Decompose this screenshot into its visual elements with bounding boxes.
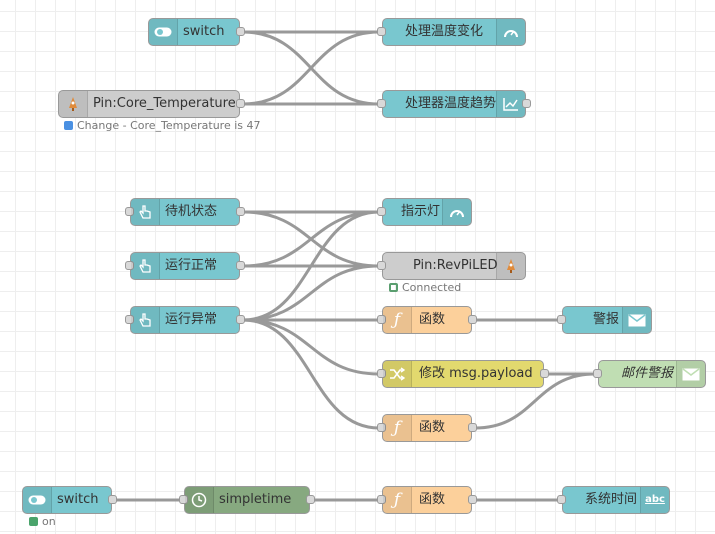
function-icon: ƒ [383, 487, 412, 513]
function-node[interactable]: ƒ 函数 [377, 306, 477, 334]
switch-node[interactable]: switch [22, 486, 117, 514]
output-port[interactable] [236, 315, 245, 324]
function-icon: ƒ [383, 307, 412, 333]
input-port[interactable] [125, 261, 134, 270]
button-abnormal-node[interactable]: 运行异常 [125, 306, 245, 334]
envelope-icon [622, 307, 651, 333]
pin-revpiled-node[interactable]: Pin:RevPiLED [377, 252, 526, 280]
wire[interactable] [474, 372, 596, 430]
input-port[interactable] [377, 99, 386, 108]
function-node[interactable]: ƒ 函数 [377, 414, 477, 442]
output-port[interactable] [468, 423, 477, 432]
pin-core-temperature-node[interactable]: Pin:Core_Temperature [58, 90, 245, 118]
input-port[interactable] [125, 315, 134, 324]
button-standby-node[interactable]: 待机状态 [125, 198, 245, 226]
node-label: switch [183, 24, 225, 39]
text-abc-icon: abc [640, 487, 669, 513]
switch-node[interactable]: switch [148, 18, 245, 46]
output-port[interactable] [236, 99, 245, 108]
input-port[interactable] [179, 495, 188, 504]
output-port[interactable] [306, 495, 315, 504]
function-icon: ƒ [383, 415, 412, 441]
toggle-icon [23, 487, 52, 513]
node-label: 系统时间 [585, 492, 638, 507]
node-label: 指示灯 [401, 204, 441, 219]
hand-pointer-icon [131, 253, 160, 279]
output-port[interactable] [236, 207, 245, 216]
change-payload-node[interactable]: 修改 msg.payload [377, 360, 549, 388]
chart-icon [496, 91, 525, 117]
node-label: 运行正常 [165, 258, 218, 273]
node-label: 处理温度变化 [405, 24, 484, 39]
node-label: switch [57, 492, 99, 507]
gauge-indicator-node[interactable]: 指示灯 [377, 198, 472, 226]
wire[interactable] [242, 210, 380, 322]
node-label: 函数 [419, 420, 446, 435]
wire[interactable] [242, 30, 380, 106]
node-label: Pin:RevPiLED [413, 258, 498, 273]
pin-icon [496, 253, 525, 279]
output-port[interactable] [522, 99, 531, 108]
node-label: Pin:Core_Temperature [93, 96, 236, 111]
output-port[interactable] [540, 369, 549, 378]
node-label: 待机状态 [165, 204, 218, 219]
system-time-node[interactable]: 系统时间 abc [557, 486, 670, 514]
status-dot [64, 121, 73, 130]
alarm-node[interactable]: 警报 [557, 306, 652, 334]
input-port[interactable] [377, 261, 386, 270]
input-port[interactable] [557, 495, 566, 504]
button-normal-node[interactable]: 运行正常 [125, 252, 245, 280]
hand-pointer-icon [131, 199, 160, 225]
gauge-temperature-node[interactable]: 处理温度变化 [377, 18, 526, 46]
node-status: Change - Core_Temperature is 47 [64, 119, 261, 132]
node-status: Connected [389, 281, 461, 294]
gauge-icon [496, 19, 525, 45]
input-port[interactable] [125, 207, 134, 216]
email-alert-node[interactable]: 邮件警报 [593, 360, 706, 388]
toggle-icon [149, 19, 178, 45]
output-port[interactable] [468, 315, 477, 324]
node-label: 函数 [419, 492, 446, 507]
wire[interactable] [242, 318, 380, 376]
output-port[interactable] [108, 495, 117, 504]
envelope-icon [676, 361, 705, 387]
node-label: 警报 [593, 312, 620, 327]
wire[interactable] [242, 264, 380, 322]
node-label: simpletime [219, 492, 292, 507]
wire[interactable] [242, 318, 380, 430]
node-label: 修改 msg.payload [419, 366, 533, 381]
status-dot [29, 517, 38, 526]
node-label: 处理器温度趋势 [405, 96, 497, 111]
input-port[interactable] [593, 369, 602, 378]
pin-icon [59, 91, 88, 117]
input-port[interactable] [557, 315, 566, 324]
input-port[interactable] [377, 315, 386, 324]
input-port[interactable] [377, 27, 386, 36]
function-node[interactable]: ƒ 函数 [377, 486, 477, 514]
node-label: 邮件警报 [621, 366, 674, 381]
input-port[interactable] [377, 369, 386, 378]
hand-pointer-icon [131, 307, 160, 333]
node-label: 运行异常 [165, 312, 218, 327]
output-port[interactable] [468, 495, 477, 504]
node-status: on [29, 515, 56, 528]
chart-temperature-node[interactable]: 处理器温度趋势 [377, 90, 531, 118]
input-port[interactable] [377, 423, 386, 432]
simpletime-node[interactable]: simpletime [179, 486, 315, 514]
input-port[interactable] [377, 495, 386, 504]
wire[interactable] [242, 210, 380, 268]
status-ring [389, 283, 398, 292]
output-port[interactable] [236, 27, 245, 36]
clock-icon [185, 487, 214, 513]
input-port[interactable] [377, 207, 386, 216]
shuffle-icon [383, 361, 412, 387]
output-port[interactable] [236, 261, 245, 270]
gauge-icon [442, 199, 471, 225]
node-label: 函数 [419, 312, 446, 327]
